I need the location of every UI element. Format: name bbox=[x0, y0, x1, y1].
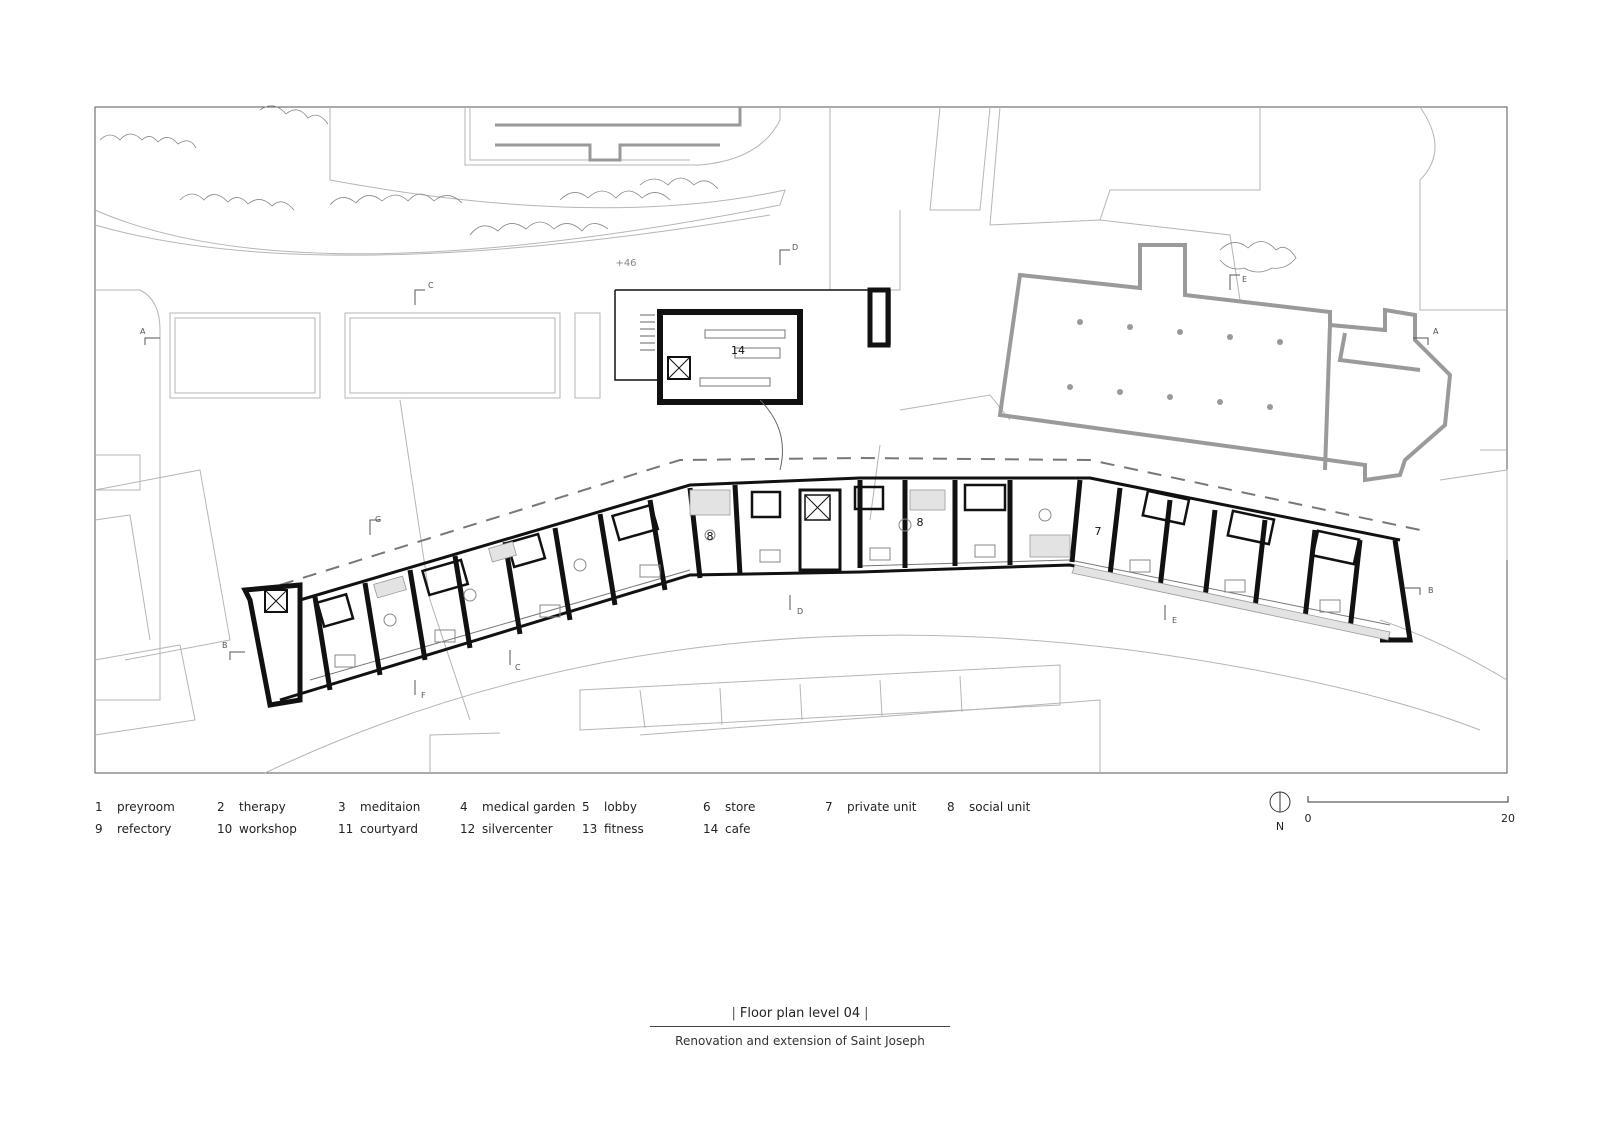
label-cafe-number: 14 bbox=[731, 344, 745, 357]
existing-church bbox=[997, 243, 1453, 483]
scale-end-label: 20 bbox=[1501, 812, 1515, 825]
section-e-top: E bbox=[1242, 275, 1247, 284]
section-a-right: A bbox=[1433, 327, 1439, 336]
unit-walls bbox=[312, 479, 1363, 691]
bathroom-pods bbox=[315, 483, 1361, 629]
label-private-unit: 7 bbox=[1095, 525, 1102, 538]
section-a-left: A bbox=[140, 327, 146, 336]
section-e-bottom: E bbox=[1172, 616, 1177, 625]
church-columns bbox=[1067, 319, 1283, 410]
section-c-bottom: C bbox=[515, 663, 521, 672]
section-d-top: D bbox=[792, 243, 798, 252]
top-building bbox=[495, 107, 742, 162]
scale-start-label: 0 bbox=[1305, 812, 1312, 825]
section-c-top: C bbox=[428, 281, 434, 290]
terrace-paving bbox=[373, 489, 1391, 641]
furniture bbox=[334, 508, 1341, 668]
label-elevation: +46 bbox=[615, 258, 636, 269]
section-d-bottom: D bbox=[797, 607, 803, 616]
caption-divider bbox=[650, 1026, 950, 1027]
drawing-title: |Floor plan level 04| bbox=[731, 1006, 869, 1021]
site-context bbox=[94, 106, 1508, 774]
scale-graphic: N 0 20 bbox=[1269, 791, 1515, 833]
section-markers bbox=[144, 249, 1429, 695]
label-social-unit-b: 8 bbox=[917, 516, 924, 529]
section-b-right: B bbox=[1428, 586, 1434, 595]
label-social-unit-a: 8 bbox=[707, 530, 714, 543]
section-f: F bbox=[421, 691, 426, 700]
drawing-subtitle: Renovation and extension of Saint Joseph bbox=[675, 1034, 925, 1048]
cafe-pavilion bbox=[614, 287, 891, 471]
section-g: G bbox=[375, 515, 381, 524]
drawing-frame bbox=[94, 106, 1508, 774]
tree-canopy bbox=[99, 105, 1297, 273]
scale-bar bbox=[1307, 796, 1509, 803]
north-label: N bbox=[1276, 820, 1284, 833]
section-b-left: B bbox=[222, 641, 228, 650]
north-and-scale: N 0 20 bbox=[1260, 790, 1520, 840]
